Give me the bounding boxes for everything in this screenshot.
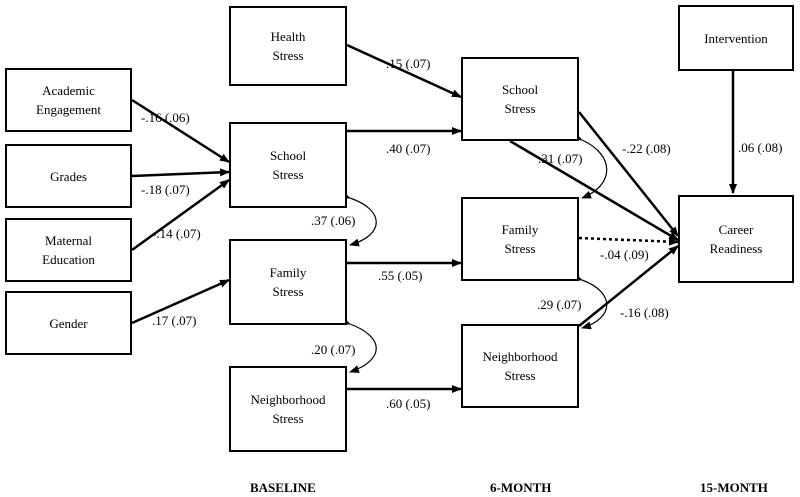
coef-grades-to-school: -.18 (.07) [141,182,190,197]
path-school-6m-to-career-a [509,139,679,242]
corr-school-family-baseline [340,191,377,247]
path-health-to-school-stress-6m [346,43,462,99]
coef-school-to-school-6m: .40 (.07) [386,141,431,156]
coef-academic-to-school: -.16 (.06) [141,110,190,125]
path-neighborhood-6m-to-career [578,245,679,327]
node-school-stress-baseline: School Stress [229,122,347,208]
coef-neighborhood-to-neighborhood-6m: .60 (.05) [386,396,431,411]
node-grades: Grades [5,144,132,208]
path-gender-to-family-stress [131,278,230,325]
path-school-6m-to-career-b [578,111,679,237]
coef-intervention-to-career: .06 (.08) [738,140,783,155]
node-school-stress-6m: School Stress [461,57,579,141]
node-neighborhood-stress-baseline: Neighborhood Stress [229,366,347,452]
coef-gender-to-family: .17 (.07) [152,313,197,328]
path-academic-to-school-stress [131,98,230,164]
node-family-stress-baseline: Family Stress [229,239,347,325]
coef-maternal-to-school: -.14 (.07) [152,226,201,241]
node-career-readiness: Career Readiness [678,195,794,283]
node-maternal-education: Maternal Education [5,218,132,282]
node-intervention: Intervention [678,5,794,71]
coef-family-6m-to-career: -.04 (.09) [600,247,649,262]
corr-school-family-6m [572,132,608,199]
coef-family-6m-neighborhood-6m-correlation: .29 (.07) [537,297,582,312]
node-family-stress-6m: Family Stress [461,197,579,281]
node-academic-engagement: Academic Engagement [5,68,132,132]
node-health-stress-baseline: Health Stress [229,6,347,86]
coef-neighborhood-6m-to-career: -.16 (.08) [620,305,669,320]
coef-health-to-school-6m: .15 (.07) [386,56,431,71]
phase-label-6-month: 6-MONTH [490,480,552,495]
coef-school-6m-to-career: -.22 (.08) [622,141,671,156]
phase-label-15-month: 15-MONTH [700,480,768,495]
path-grades-to-school-stress [131,168,230,178]
node-gender: Gender [5,291,132,355]
path-maternal-to-school-stress [131,178,230,252]
coef-family-neighborhood-correlation: .20 (.07) [311,342,356,357]
corr-family-neighborhood-6m [572,273,608,330]
node-neighborhood-stress-6m: Neighborhood Stress [461,324,579,408]
corr-family-neighborhood-baseline [340,317,377,373]
coef-school-family-correlation: .37 (.06) [311,213,356,228]
phase-label-baseline: BASELINE [250,480,316,495]
coef-school-6m-family-6m-correlation: .31 (.07) [538,151,583,166]
path-family-6m-to-career [578,236,679,246]
coef-family-to-family-6m: .55 (.05) [378,268,423,283]
